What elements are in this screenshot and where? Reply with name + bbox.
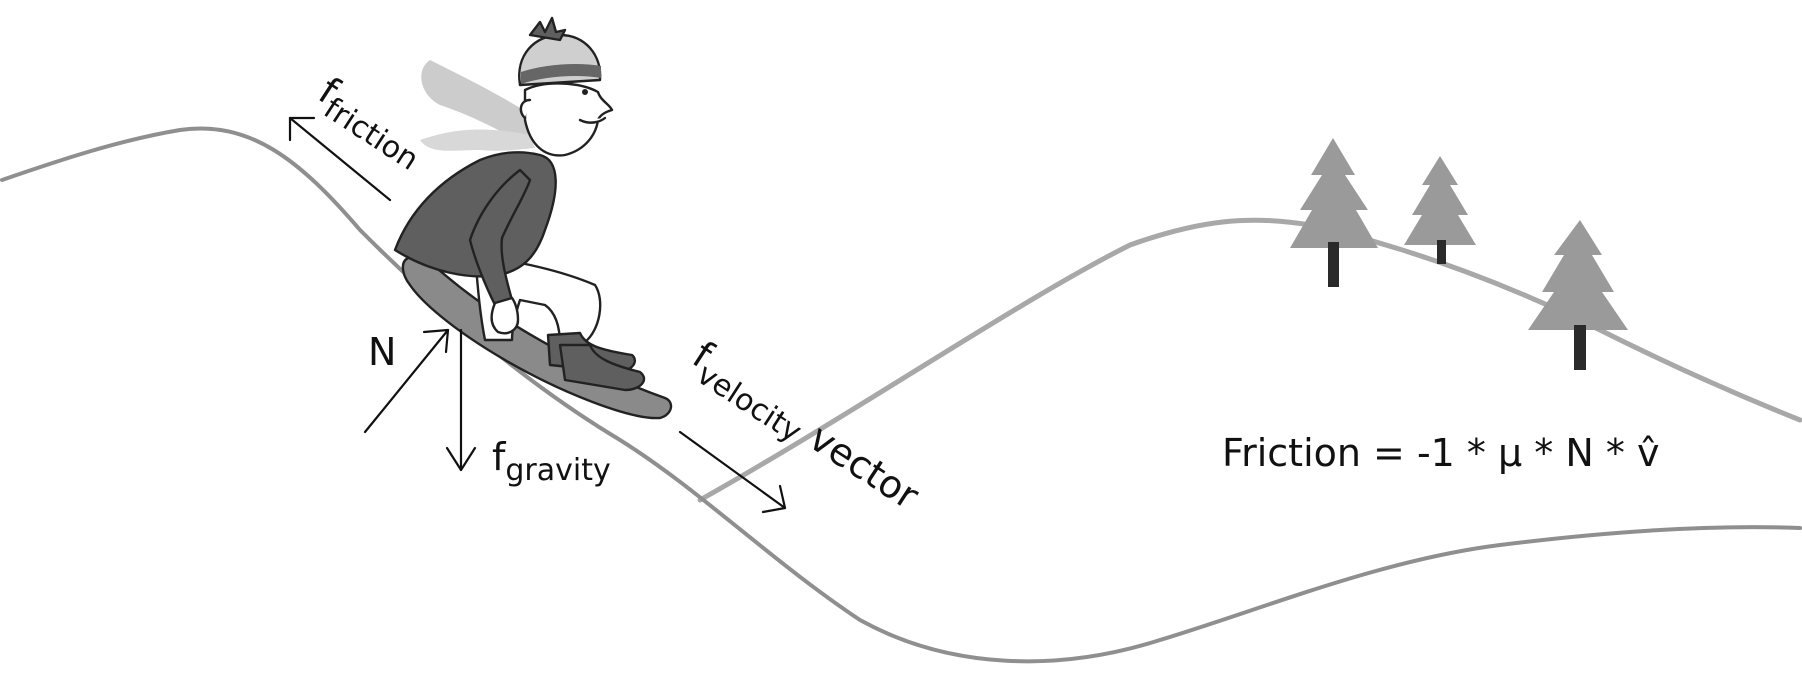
normal-arrow (363, 328, 450, 434)
front-hill (0, 126, 1802, 664)
eye (582, 89, 588, 95)
ear (519, 98, 532, 120)
velocity-arrow (678, 430, 787, 514)
pine-tree-3 (1528, 220, 1628, 370)
boot-front (558, 343, 646, 392)
velocity-label: fvelocityvector (679, 333, 930, 523)
gravity-arrow (445, 328, 477, 472)
beanie-pompom (528, 16, 567, 42)
friction-equation: Friction = -1 * μ * N * v̂ (1222, 431, 1659, 475)
face (523, 82, 614, 157)
friction-label: ffriction (306, 69, 434, 178)
normal-label: N (368, 330, 396, 374)
mouth (578, 116, 607, 124)
back-hill (697, 217, 1802, 503)
friction-arrow (288, 116, 392, 202)
scarf (420, 60, 540, 151)
pine-tree-1 (1290, 138, 1378, 287)
pine-tree-2 (1404, 156, 1476, 264)
hand (490, 296, 520, 335)
v-hat-symbol: v̂ (1637, 431, 1660, 475)
beanie-stripe (521, 64, 601, 84)
gravity-label: fgravity (492, 435, 611, 488)
mu-symbol: μ (1498, 431, 1522, 475)
